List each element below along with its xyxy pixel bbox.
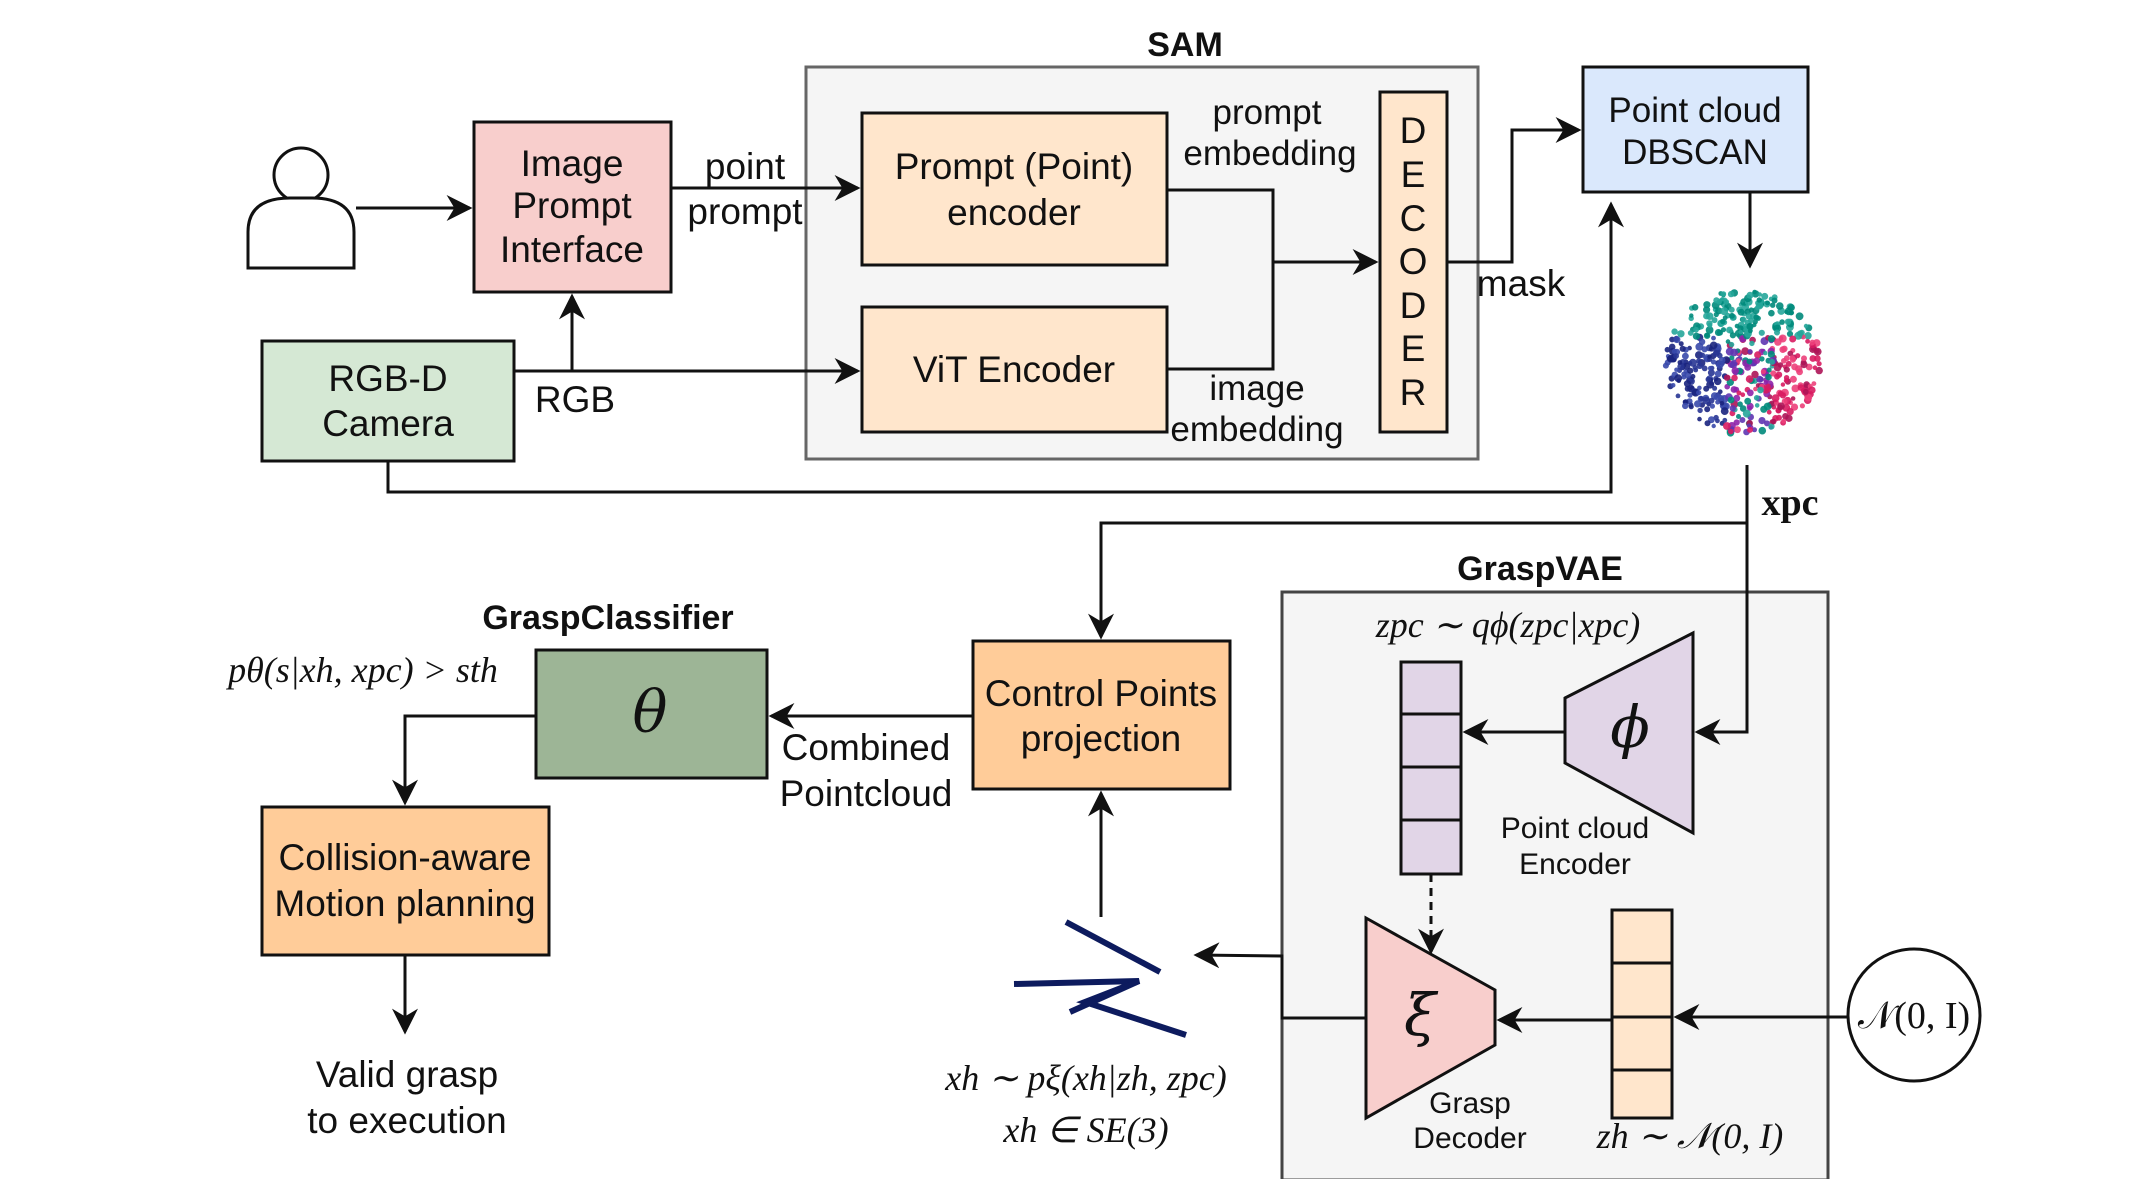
prompt-embedding-label-2: embedding [1183,134,1356,173]
control-points-label-1: Control Points [985,673,1217,714]
x-h-distribution-label: xh ∼ pξ(xh|zh, zpc) [944,1058,1226,1098]
decoder-xi-symbol: ξ [1404,981,1439,1049]
image-embedding-label-1: image [1209,369,1304,408]
encoder-phi-symbol: ϕ [1610,693,1650,761]
valid-grasp-label-2: to execution [307,1100,507,1141]
image-embedding-label-2: embedding [1170,410,1343,449]
prompt-encoder-label-1: Prompt (Point) [895,146,1134,187]
prior-circle: 𝒩(0, I) [1846,947,1982,1083]
control-points-label-2: projection [1021,718,1181,759]
point-cloud-encoder-trapezoid: ϕ Point cloud Encoder [1501,630,1695,881]
image-prompt-interface-box: Image Prompt Interface [472,120,673,294]
motion-planning-box: Collision-aware Motion planning [260,805,551,957]
point-prompt-label-1: point [705,146,786,187]
decoder-letter-4: O [1399,241,1428,282]
dbscan-box: Point cloud DBSCAN [1581,65,1810,194]
graspvae-container: GraspVAE [1280,550,1830,1182]
x-pc-label: xpc [1762,482,1819,524]
gripper-icon [1013,919,1187,1038]
image-prompt-label-3: Interface [500,229,644,270]
pc-encoder-label-2: Encoder [1519,848,1631,881]
decoder-letter-1: D [1400,110,1427,151]
motion-planning-label-2: Motion planning [274,883,535,924]
point-prompt-label-2: prompt [687,191,803,232]
dbscan-label-2: DBSCAN [1622,133,1768,172]
decoder-letter-2: E [1401,154,1426,195]
point-cloud-image [1662,289,1823,437]
grasp-decoder-label-1: Grasp [1429,1087,1511,1120]
prompt-encoder-box: Prompt (Point) encoder [860,111,1169,267]
user-icon [246,146,356,270]
decoder-letter-5: D [1400,285,1427,326]
decoder-letter-3: C [1400,198,1427,239]
decoder-letter-7: R [1400,372,1427,413]
vit-encoder-box: ViT Encoder [860,305,1169,434]
valid-grasp-label-1: Valid grasp [316,1054,498,1095]
image-prompt-label-2: Prompt [512,185,632,226]
grasp-classifier-box: θ GraspClassifier [482,599,769,780]
grasp-decoder-label-2: Decoder [1413,1122,1526,1155]
decoder-box: D E C O D E R [1378,90,1449,434]
classifier-condition-label: pθ(s|xh, xpc) > sth [225,650,498,690]
image-prompt-label-1: Image [521,143,624,184]
graspclassifier-title: GraspClassifier [482,599,733,637]
grasp-decoder-trapezoid: ξ Grasp Decoder [1364,915,1527,1155]
mask-label: mask [1477,263,1566,304]
rgbd-camera-label-1: RGB-D [328,358,447,399]
edges [356,117,1848,1035]
rgbd-camera-box: RGB-D Camera [260,339,516,463]
graspvae-title: GraspVAE [1457,550,1623,588]
vit-encoder-label: ViT Encoder [913,349,1115,390]
decoder-letter-6: E [1401,328,1426,369]
z-pc-distribution-label: zpc ∼ qϕ(zpc|xpc) [1375,605,1641,645]
valid-grasp-text: Valid grasp to execution [307,1054,507,1141]
combined-pointcloud-label-1: Combined [782,727,951,768]
sam-title: SAM [1147,26,1223,64]
prompt-embedding-label-1: prompt [1213,93,1322,132]
control-points-box: Control Points projection [971,639,1232,791]
prior-label: 𝒩(0, I) [1858,995,1970,1037]
z-pc-latent-stack [1399,660,1463,876]
classifier-theta-symbol: θ [633,678,668,746]
motion-planning-label-1: Collision-aware [279,837,532,878]
z-h-distribution-label: zh ∼ 𝒩(0, I) [1596,1116,1784,1156]
x-h-se3-label: xh ∈ SE(3) [1002,1110,1168,1150]
rgb-label: RGB [535,379,615,420]
pc-encoder-label-1: Point cloud [1501,812,1649,845]
rgbd-camera-label-2: Camera [322,403,454,444]
z-h-latent-stack [1610,908,1674,1120]
dbscan-label-1: Point cloud [1608,91,1781,130]
combined-pointcloud-label-2: Pointcloud [780,773,953,814]
prompt-encoder-label-2: encoder [947,192,1081,233]
